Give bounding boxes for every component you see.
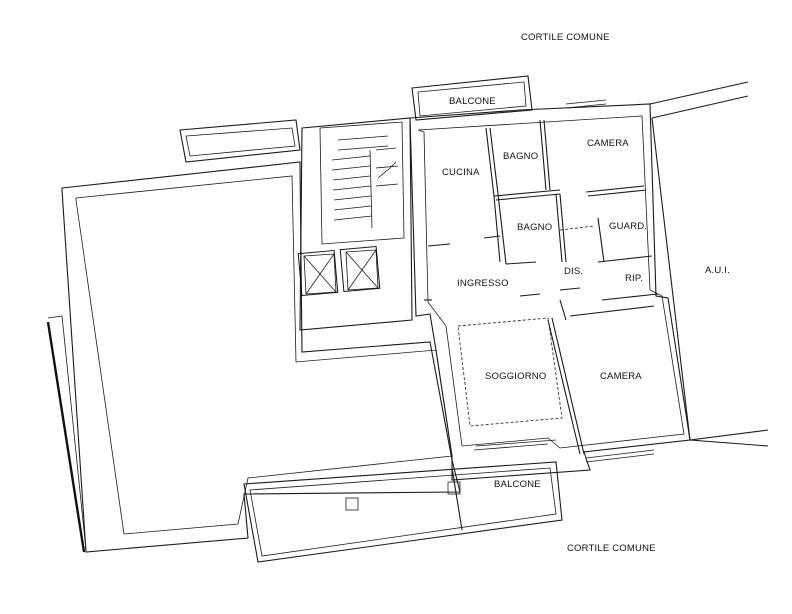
- soggiorno-label: SOGGIORNO: [485, 371, 546, 382]
- balcone-label-bottom: BALCONE: [494, 479, 541, 490]
- dis-label: DIS.: [564, 266, 583, 277]
- aui-label: A.U.I.: [705, 265, 730, 276]
- cucina-label: CUCINA: [442, 167, 480, 178]
- soggiorno-dashed-area: [457, 317, 563, 427]
- camera-label-top: CAMERA: [587, 138, 629, 149]
- apartment-walls: [409, 103, 691, 481]
- cortile-label-bottom: CORTILE COMUNE: [567, 543, 656, 554]
- bagno-label-1: BAGNO: [503, 151, 538, 162]
- aui-block: [649, 81, 769, 447]
- window-marks: [473, 99, 655, 463]
- stair-core: [297, 117, 413, 331]
- balcony-bottom: [243, 461, 563, 563]
- rip-label: RIP.: [625, 273, 643, 284]
- camera-label-bottom: CAMERA: [600, 371, 642, 382]
- left-unit-walls: [46, 161, 461, 553]
- guard-label: GUARD.: [609, 221, 647, 232]
- cortile-label-top: CORTILE COMUNE: [521, 32, 610, 43]
- interior-partitions: [424, 119, 659, 455]
- balcony-top-left: [179, 119, 301, 163]
- bagno-label-2: BAGNO: [517, 222, 552, 233]
- ingresso-label: INGRESSO: [457, 278, 509, 289]
- balcony-top: [411, 75, 533, 121]
- dis-dashed-line: [559, 225, 595, 231]
- balcone-label-top: BALCONE: [449, 96, 496, 107]
